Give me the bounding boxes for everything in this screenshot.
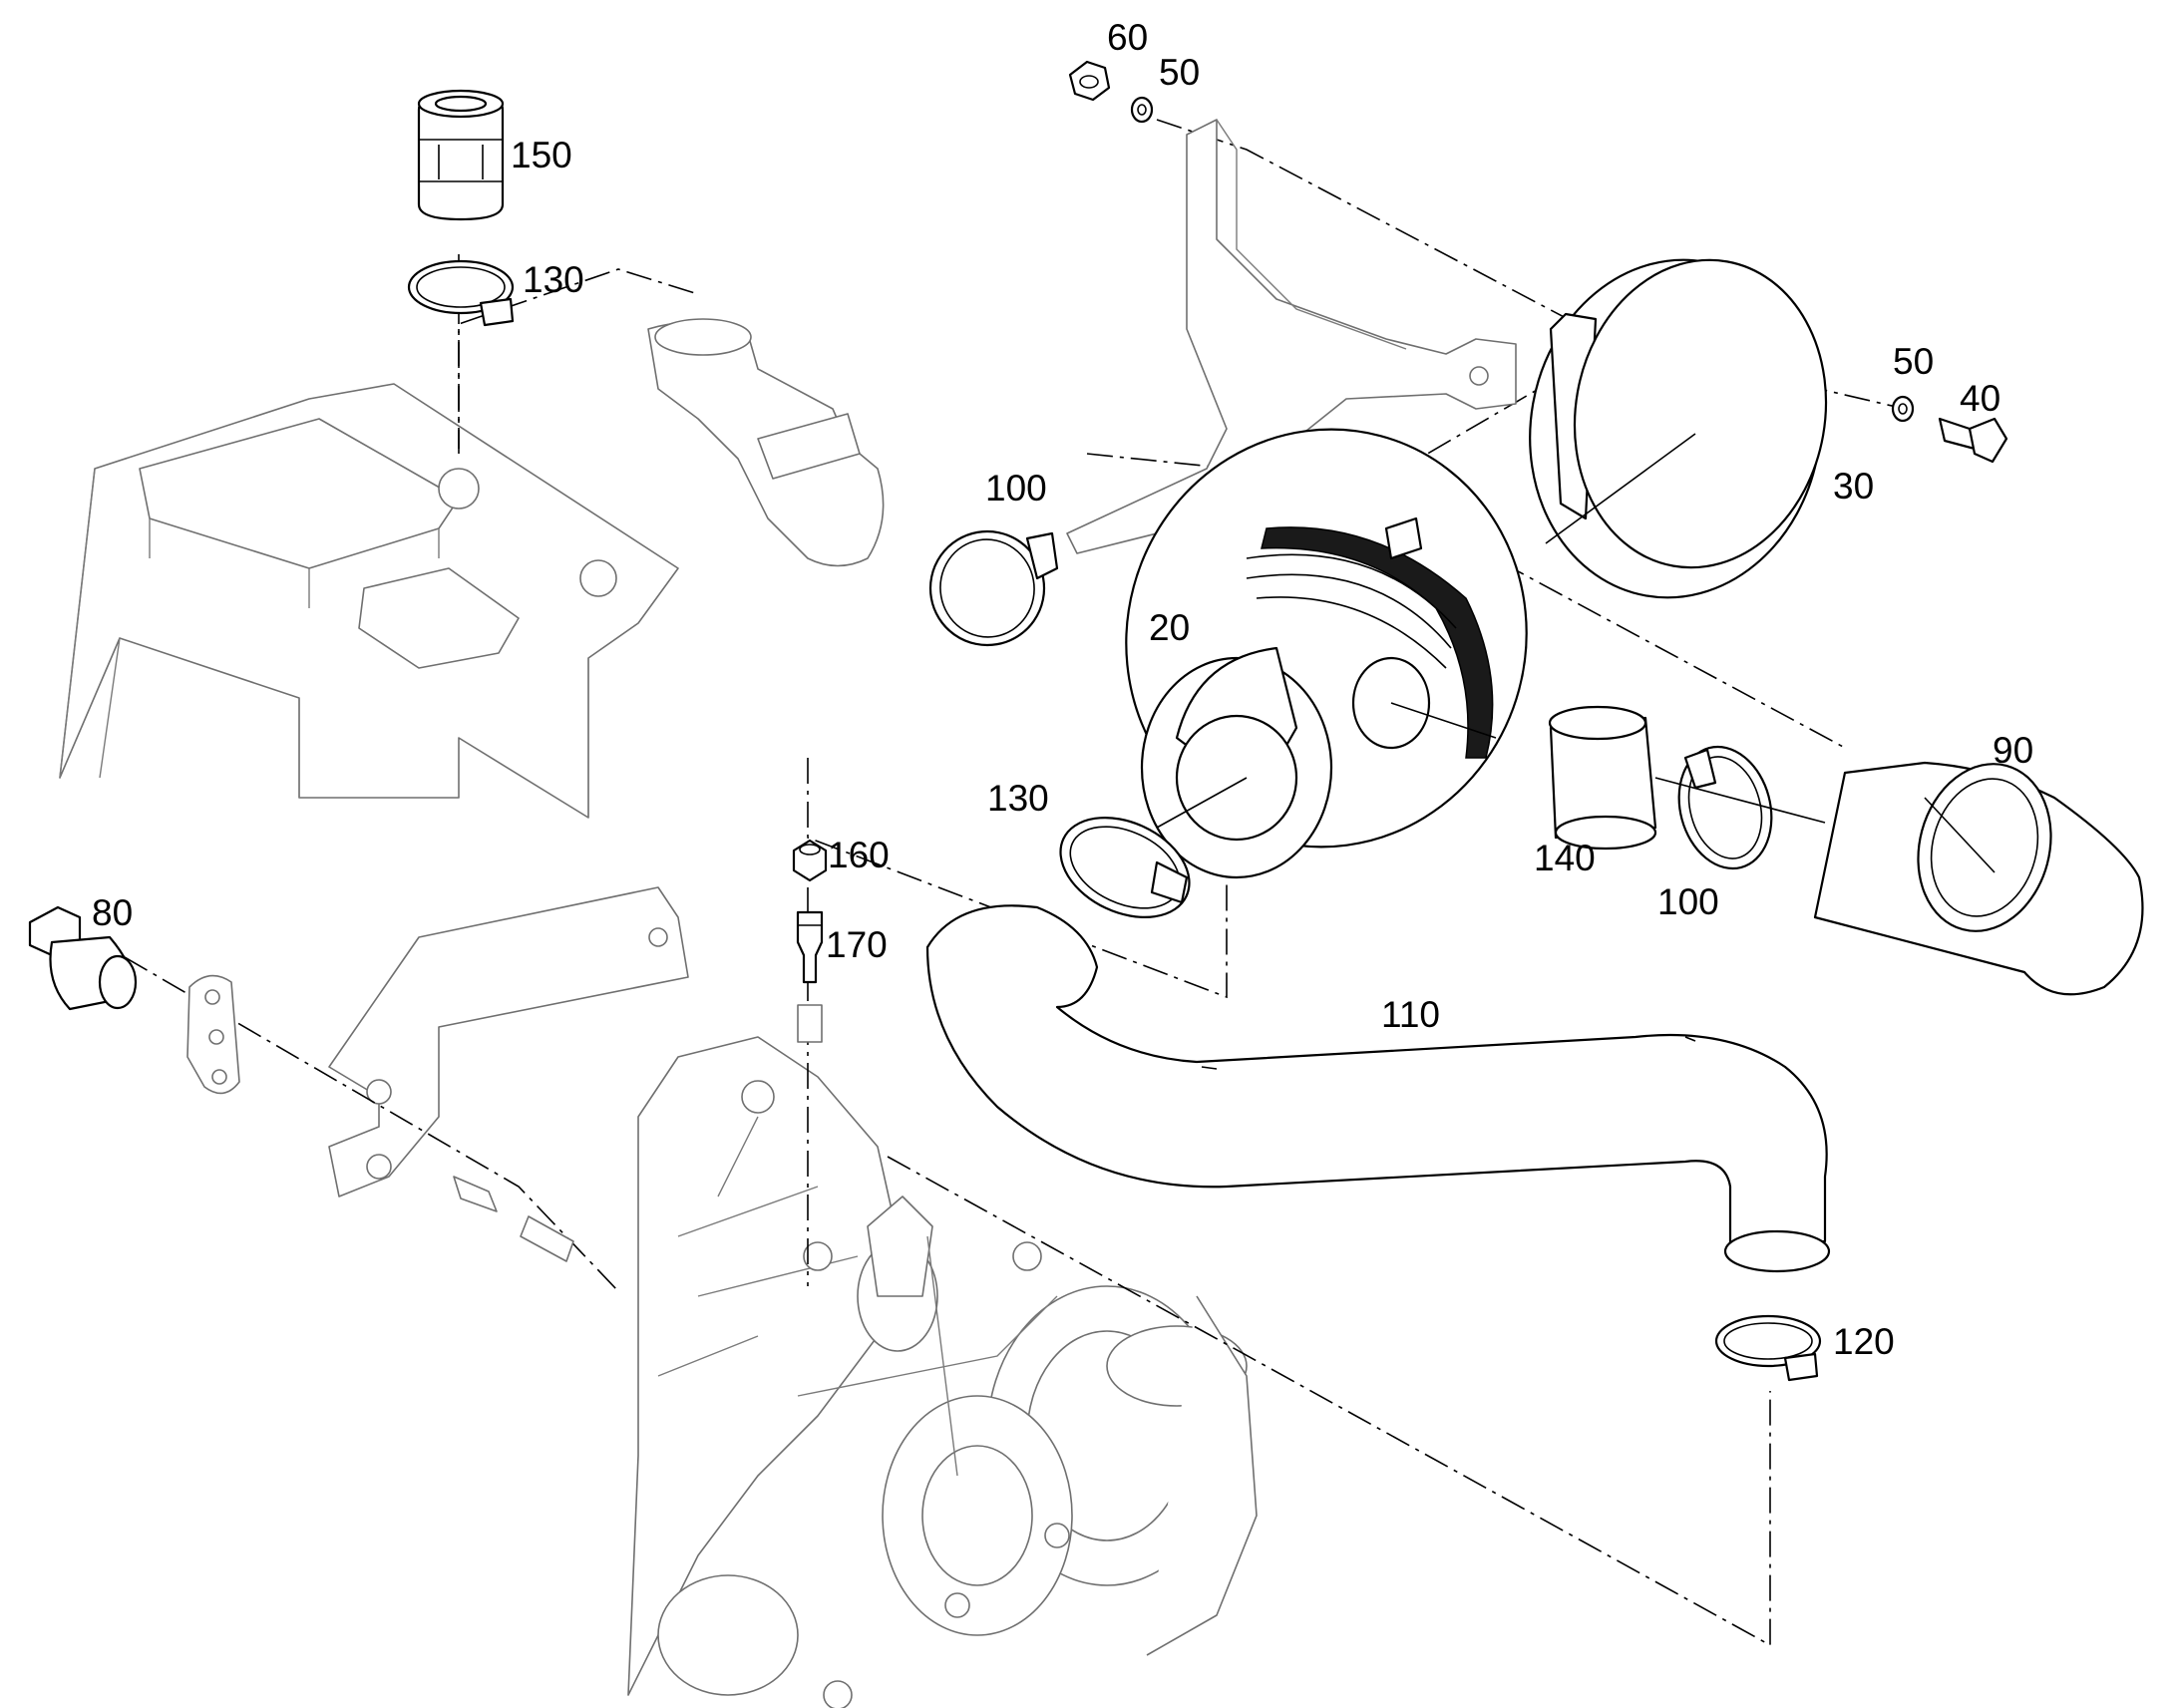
- part-150-strainer: [417, 89, 505, 221]
- callout-60: 60: [1107, 17, 1148, 58]
- callout-50-top: 50: [1159, 52, 1200, 93]
- callout-160: 160: [828, 835, 890, 875]
- part-80-sensor: [28, 905, 138, 1011]
- part-100-clamp-upper: [928, 529, 1059, 647]
- callout-120: 120: [1833, 1321, 1895, 1362]
- part-40-bolt: [1938, 417, 2008, 464]
- callout-110: 110: [1381, 994, 1440, 1035]
- callout-130-upper: 130: [523, 259, 584, 300]
- part-160-nut: [792, 839, 828, 882]
- callout-labels: 60 50 150 130 50 40 30 100 20 90 130 160…: [92, 17, 2033, 1362]
- part-50-washer-right: [1891, 395, 1915, 423]
- part-90-inlet-elbow: [1813, 761, 2144, 996]
- callout-40: 40: [1960, 378, 2000, 419]
- mounting-bracket: [1066, 119, 1517, 554]
- callout-170: 170: [826, 924, 888, 965]
- line-fitting: [453, 1176, 574, 1262]
- callout-20: 20: [1149, 607, 1190, 648]
- callout-30: 30: [1833, 466, 1874, 507]
- callout-90: 90: [1993, 730, 2033, 771]
- elbow-adapter: [647, 318, 885, 567]
- part-170-fitting: [796, 910, 824, 1043]
- engine-block-context: [627, 1036, 1258, 1708]
- housing-context: [59, 383, 679, 819]
- part-50-washer-top: [1130, 96, 1154, 124]
- part-20-air-filter: [1125, 428, 1528, 879]
- part-60-nut: [1068, 60, 1111, 102]
- part-130-clamp-lower: [1059, 817, 1191, 918]
- callout-100-upper: 100: [985, 468, 1047, 509]
- callout-100-lower: 100: [1657, 881, 1719, 922]
- callout-80: 80: [92, 892, 133, 933]
- callout-150: 150: [511, 135, 572, 175]
- callout-130-lower: 130: [987, 778, 1049, 819]
- lower-bracket-context: [328, 886, 689, 1197]
- part-140-sleeve: [1548, 705, 1657, 851]
- part-130-clamp-upper: [407, 259, 515, 327]
- part-100-clamp-lower: [1654, 745, 1826, 870]
- callout-140: 140: [1534, 838, 1596, 878]
- part-30-cover: [1529, 258, 1828, 599]
- part-120-clamp: [1714, 1314, 1822, 1382]
- part-110-intake-hose: [925, 904, 1831, 1273]
- callout-50-right: 50: [1893, 341, 1934, 382]
- sensor-flange: [186, 974, 240, 1095]
